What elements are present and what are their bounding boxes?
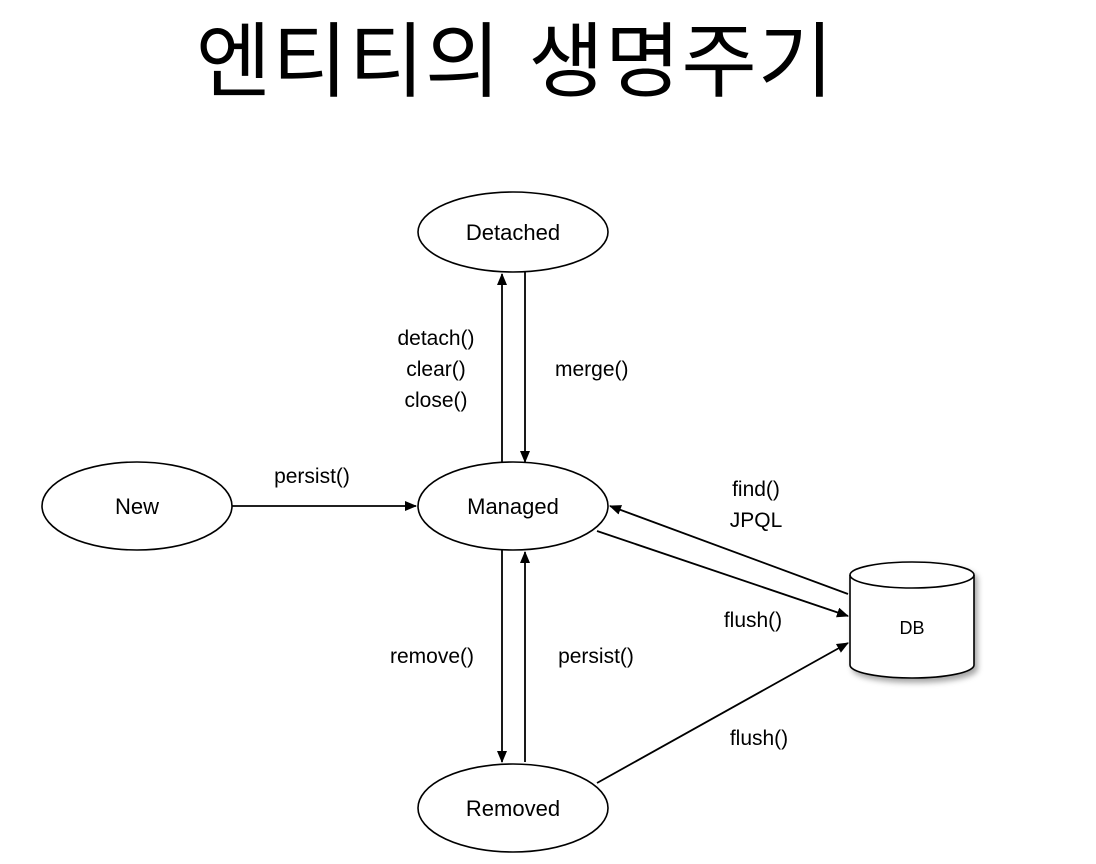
edge-label-merge: merge() <box>555 358 629 381</box>
node-removed-label: Removed <box>466 796 560 821</box>
edge-label-close: close() <box>404 389 467 412</box>
node-managed-label: Managed <box>467 494 559 519</box>
edge-removed-to-db <box>596 642 849 784</box>
node-db-label: DB <box>899 618 924 638</box>
node-detached: Detached <box>417 191 609 273</box>
edge-label-jpql: JPQL <box>730 509 783 532</box>
edge-db-to-managed <box>609 505 849 595</box>
node-new: New <box>41 461 233 551</box>
edge-managed-to-db <box>596 530 849 618</box>
edge-label-removed-flush: flush() <box>730 727 788 750</box>
node-detached-label: Detached <box>466 220 560 245</box>
page-title: 엔티티의 생명주기 <box>195 15 835 110</box>
node-managed: Managed <box>417 461 609 551</box>
edge-label-clear: clear() <box>406 358 466 381</box>
edge-label-detach-group: detach() clear() close() <box>397 327 474 412</box>
edge-label-new-persist: persist() <box>274 465 350 488</box>
edge-label-managed-flush: flush() <box>724 609 782 632</box>
edge-label-find: find() <box>732 478 780 501</box>
node-removed: Removed <box>417 763 609 853</box>
node-db: DB <box>849 561 975 679</box>
edge-label-detach: detach() <box>397 327 474 350</box>
edge-label-removed-persist: persist() <box>558 645 634 668</box>
edge-label-remove: remove() <box>390 645 474 668</box>
node-new-label: New <box>115 494 159 519</box>
